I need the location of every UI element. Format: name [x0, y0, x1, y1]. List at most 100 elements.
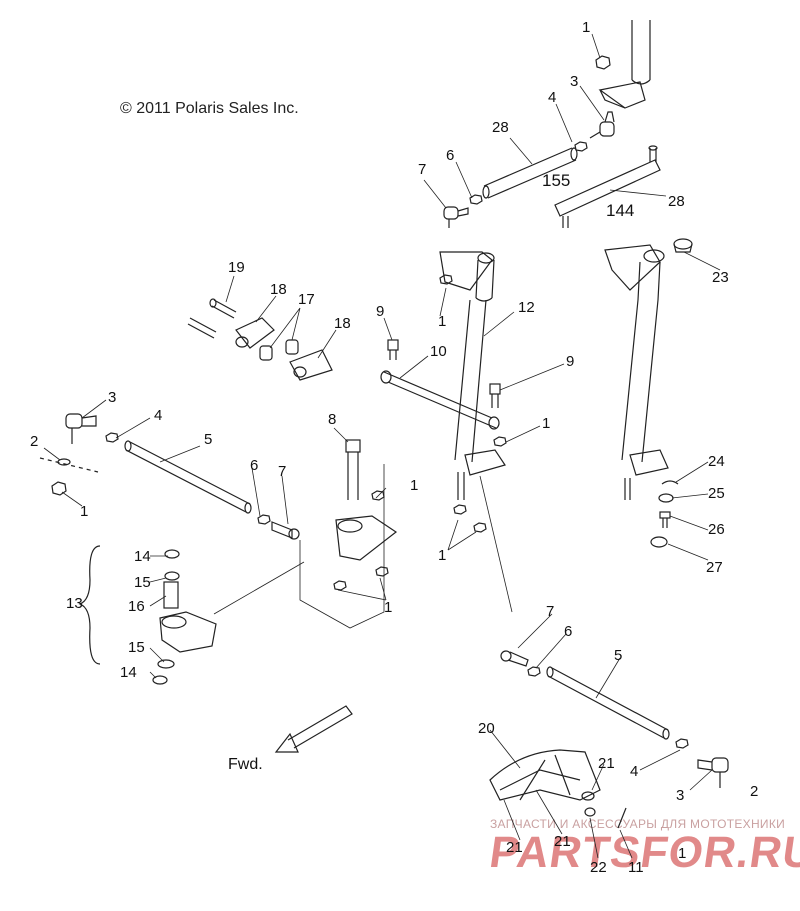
nut	[493, 436, 507, 447]
nut	[595, 55, 611, 70]
forward-label: Fwd.	[228, 756, 263, 773]
tie-rod-5-right	[546, 666, 670, 740]
strap-11	[617, 807, 627, 829]
svg-text:21: 21	[506, 839, 523, 856]
nut-1	[51, 481, 67, 496]
nut-6-right	[527, 666, 541, 677]
svg-text:5: 5	[614, 647, 622, 664]
steering-column-center	[439, 251, 506, 500]
svg-text:1: 1	[438, 313, 446, 330]
svg-text:1: 1	[80, 503, 88, 520]
ball-joint-3	[65, 413, 97, 444]
svg-text:3: 3	[570, 73, 578, 90]
bolt-19	[209, 298, 237, 319]
svg-text:15: 15	[134, 574, 151, 591]
steering-column-right	[604, 244, 669, 500]
svg-text:12: 12	[518, 299, 535, 316]
svg-text:18: 18	[270, 281, 287, 298]
svg-text:11: 11	[628, 859, 644, 876]
svg-text:9: 9	[376, 303, 384, 320]
bolt-8	[345, 439, 361, 500]
bracket-13	[78, 545, 217, 685]
bolt-26	[659, 511, 671, 528]
bolt	[187, 317, 217, 339]
ball-joint-3-right	[697, 757, 729, 788]
nut	[469, 194, 483, 205]
leader-lines	[43, 33, 721, 859]
forward-arrow	[274, 705, 353, 753]
link-bar-144	[554, 145, 661, 228]
tie-rod-end-7-right	[500, 650, 529, 667]
upper-steering-post	[598, 20, 651, 109]
clip-22	[584, 807, 596, 817]
svg-text:144: 144	[606, 201, 634, 220]
boot-20	[489, 749, 601, 801]
svg-text:24: 24	[708, 453, 725, 470]
svg-text:9: 9	[566, 353, 574, 370]
cap-23	[673, 238, 693, 253]
nut	[333, 580, 347, 591]
svg-text:13: 13	[66, 595, 83, 612]
tie-rod-5-left	[124, 440, 252, 514]
ring-27	[650, 536, 668, 548]
svg-text:10: 10	[430, 343, 447, 360]
svg-text:23: 23	[712, 269, 729, 286]
svg-text:6: 6	[446, 147, 454, 164]
svg-text:19: 19	[228, 259, 245, 276]
nut-4-right	[675, 738, 689, 749]
svg-text:1: 1	[384, 599, 392, 616]
svg-text:27: 27	[706, 559, 723, 576]
svg-text:14: 14	[120, 664, 137, 681]
svg-text:5: 5	[204, 431, 212, 448]
nut	[473, 522, 487, 533]
svg-text:6: 6	[250, 457, 258, 474]
svg-text:17: 17	[298, 291, 315, 308]
nut	[375, 566, 389, 577]
bolt-9	[387, 339, 399, 360]
svg-text:3: 3	[108, 389, 116, 406]
svg-text:26: 26	[708, 521, 725, 538]
svg-text:1: 1	[582, 19, 590, 36]
svg-text:155: 155	[542, 171, 570, 190]
nut	[453, 504, 467, 515]
svg-text:7: 7	[418, 161, 426, 178]
svg-text:20: 20	[478, 720, 495, 737]
svg-text:28: 28	[668, 193, 685, 210]
svg-text:14: 14	[134, 548, 151, 565]
svg-text:1: 1	[410, 477, 418, 494]
svg-text:21: 21	[554, 833, 571, 850]
svg-text:15: 15	[128, 639, 145, 656]
svg-text:7: 7	[546, 603, 554, 620]
ball-joint	[443, 206, 469, 228]
nut-4	[105, 432, 119, 443]
svg-text:1: 1	[542, 415, 550, 432]
svg-text:21: 21	[598, 755, 615, 772]
svg-text:1: 1	[438, 547, 446, 564]
drag-link-10	[380, 370, 500, 430]
bolt-9b	[489, 383, 501, 408]
nut	[574, 141, 588, 152]
tie-rod-end-7	[271, 521, 300, 540]
tie-rod-155	[482, 147, 578, 199]
bushing-17	[259, 339, 299, 361]
svg-text:8: 8	[328, 411, 336, 428]
svg-text:7: 7	[278, 463, 286, 480]
idler-arm-18	[235, 317, 275, 349]
svg-text:2: 2	[750, 783, 758, 800]
copyright-text: © 2011 Polaris Sales Inc.	[120, 100, 299, 117]
clip-24	[661, 480, 679, 485]
washer-2	[39, 457, 99, 473]
svg-text:18: 18	[334, 315, 351, 332]
washer-25	[658, 493, 674, 503]
svg-text:28: 28	[492, 119, 509, 136]
svg-text:1: 1	[678, 845, 686, 862]
svg-text:16: 16	[128, 598, 145, 615]
svg-text:4: 4	[154, 407, 162, 424]
svg-text:6: 6	[564, 623, 572, 640]
nut	[439, 274, 453, 285]
idler-arm-18b	[289, 349, 333, 381]
pitman-bracket	[335, 515, 398, 561]
